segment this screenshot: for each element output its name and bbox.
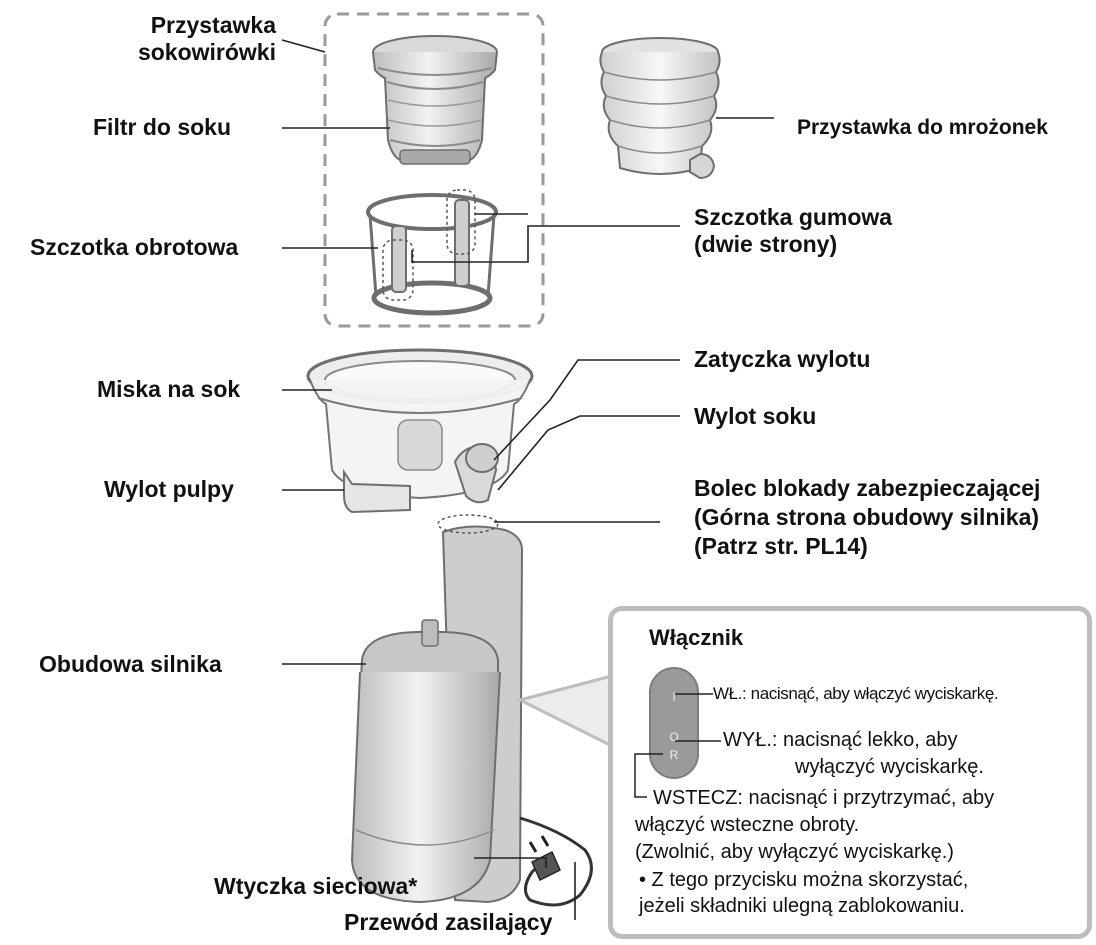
label-safety-lock-pin: Bolec blokady zabezpieczającej (Górna st…: [694, 475, 1041, 559]
juice-bowl-part: [306, 348, 534, 514]
label-juice-filter: Filtr do soku: [93, 114, 231, 140]
switch-reverse-description-1: WSTECZ: nacisnąć i przytrzymać, aby: [653, 787, 995, 809]
switch-reverse-description-3: (Zwolnić, aby wyłączyć wyciskarkę.): [635, 841, 954, 863]
label-outlet-cap: Zatyczka wylotu: [694, 346, 871, 372]
switch-reverse-description-2: włączyć wsteczne obroty.: [635, 814, 860, 836]
label-power-cord: Przewód zasilający: [344, 909, 553, 935]
power-switch-button: I O R: [649, 667, 699, 779]
label-pulp-outlet: Wylot pulpy: [104, 476, 234, 502]
panel-callout-pointer: [515, 674, 614, 749]
switch-on-glyph: I: [672, 690, 676, 704]
label-motor-housing: Obudowa silnika: [39, 651, 222, 677]
switch-off-description-2: wyłączyć wyciskarkę.: [795, 756, 984, 778]
label-frozen-attachment: Przystawka do mrożonek: [797, 116, 1048, 139]
juice-filter-part: [372, 35, 498, 165]
switch-panel-title: Włącznik: [649, 625, 744, 650]
label-juice-bowl: Miska na sok: [97, 376, 241, 402]
label-power-plug: Wtyczka sieciowa*: [214, 873, 418, 899]
label-juicer-attachment: Przystawka sokowirówki: [137, 12, 276, 65]
switch-blockage-note: • Z tego przycisku można skorzystać, jeż…: [639, 869, 969, 917]
power-cord-part: [519, 816, 593, 907]
switch-info-panel: Włącznik I O R WŁ.: nacisnąć, aby włączy…: [608, 606, 1092, 939]
switch-panel-leaders: [634, 693, 721, 798]
label-rotating-brush: Szczotka obrotowa: [30, 234, 239, 260]
switch-off-description-1: WYŁ.: nacisnąć lekko, aby: [723, 729, 958, 751]
leader-lines: [281, 39, 774, 920]
frozen-attachment-part: [599, 37, 721, 180]
switch-on-description: WŁ.: nacisnąć, aby włączyć wyciskarkę.: [713, 684, 999, 703]
switch-reverse-glyph: R: [669, 748, 679, 762]
label-rubber-brush: Szczotka gumowa (dwie strony): [694, 204, 893, 257]
motor-housing-part: [350, 514, 524, 904]
label-juice-outlet: Wylot soku: [694, 403, 817, 429]
rotating-brush-part: [366, 189, 498, 316]
switch-off-glyph: O: [669, 730, 679, 744]
